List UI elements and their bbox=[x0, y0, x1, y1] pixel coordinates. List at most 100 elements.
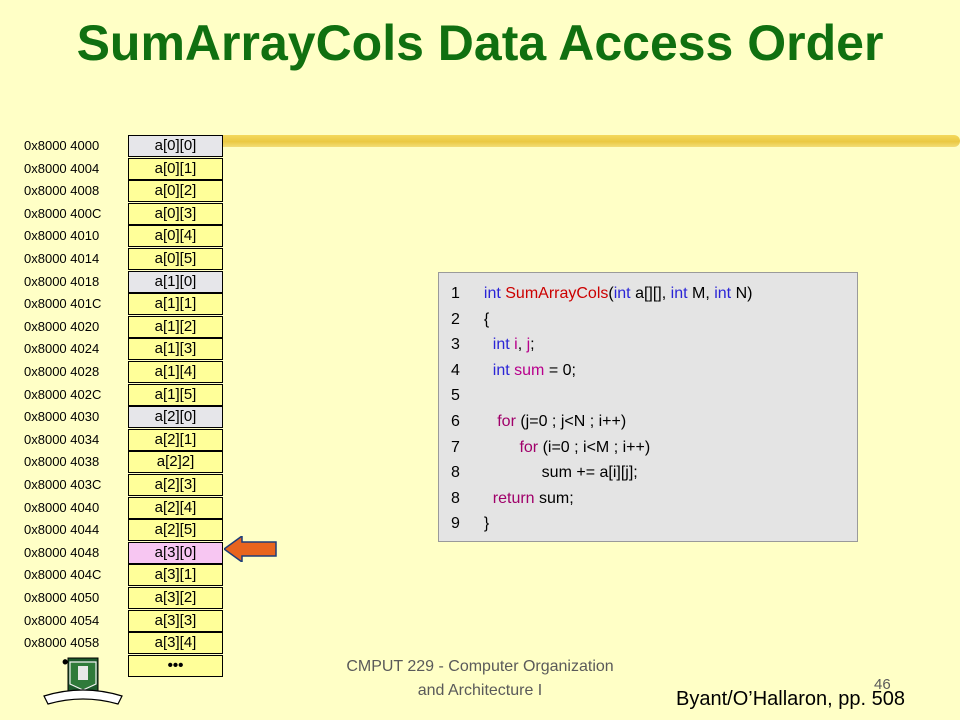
code-token: ; bbox=[530, 336, 535, 354]
code-token bbox=[475, 362, 493, 379]
code-token bbox=[475, 413, 497, 430]
code-token: for bbox=[497, 413, 516, 430]
code-token: i bbox=[514, 336, 518, 354]
code-line: 8 sum += a[i][j]; bbox=[451, 460, 638, 486]
array-element-cell: a[0][0] bbox=[128, 135, 223, 157]
code-token: int bbox=[613, 285, 631, 302]
code-token: return bbox=[492, 489, 535, 507]
code-line: 4 int sum = 0; bbox=[451, 358, 576, 384]
memory-address: 0x8000 4034 bbox=[24, 431, 100, 447]
array-element-ellipsis: ••• bbox=[128, 654, 223, 677]
memory-address: 0x8000 401C bbox=[24, 296, 102, 312]
code-token: sum; bbox=[534, 489, 574, 507]
code-token: SumArrayCols bbox=[505, 285, 609, 302]
memory-row-ellipsis: ••• bbox=[0, 654, 230, 677]
code-line: 2 { bbox=[451, 307, 489, 333]
line-number: 6 bbox=[451, 413, 460, 430]
array-element-cell: a[1][4] bbox=[128, 361, 223, 383]
memory-address: 0x8000 4038 bbox=[24, 454, 100, 470]
citation: Byant/O’Hallaron, pp. 508 bbox=[676, 688, 906, 710]
array-element-cell: a[0][4] bbox=[128, 225, 223, 248]
code-token: int bbox=[670, 285, 688, 302]
array-element-cell: a[2]2] bbox=[128, 451, 223, 474]
array-element-cell: a[1][2] bbox=[128, 315, 223, 338]
array-element-cell: a[0][3] bbox=[128, 202, 223, 225]
array-element-cell: a[2][0] bbox=[128, 406, 223, 429]
array-element-cell: a[0][2] bbox=[128, 180, 223, 203]
code-token: int bbox=[492, 361, 510, 379]
array-element-cell: a[1][0] bbox=[128, 270, 223, 293]
memory-address: 0x8000 4018 bbox=[24, 273, 100, 289]
array-element-cell: a[2][3] bbox=[128, 474, 223, 496]
array-element-cell: a[3][3] bbox=[128, 609, 223, 632]
array-element-cell: a[3][4] bbox=[128, 632, 223, 655]
memory-row: 0x8000 4010 a[0][4] bbox=[0, 225, 230, 248]
line-number: 8 bbox=[451, 464, 460, 482]
array-element-cell: a[1][1] bbox=[128, 293, 223, 316]
code-token: M, bbox=[687, 285, 715, 302]
memory-address: 0x8000 4014 bbox=[24, 251, 100, 266]
array-element-cell: a[2][4] bbox=[128, 496, 223, 519]
code-line: 3 int i, j; bbox=[451, 332, 535, 358]
code-line: 5 bbox=[451, 383, 475, 409]
memory-address: 0x8000 404C bbox=[24, 567, 102, 583]
code-token: sum bbox=[514, 361, 545, 379]
memory-row: 0x8000 4058 a[3][4] bbox=[0, 632, 230, 655]
code-listing: 1 int SumArrayCols(int a[][], int M, int… bbox=[438, 272, 858, 542]
line-number: 1 bbox=[451, 285, 460, 302]
code-token: (i=0 ; i<M ; i++) bbox=[538, 438, 651, 456]
line-number: 5 bbox=[451, 387, 460, 405]
memory-address: 0x8000 403C bbox=[24, 477, 102, 492]
memory-address: 0x8000 4028 bbox=[24, 364, 100, 379]
line-number: 7 bbox=[451, 438, 460, 456]
memory-row: 0x8000 4018 a[1][0] bbox=[0, 270, 230, 293]
memory-row: 0x8000 4024 a[1][3] bbox=[0, 338, 230, 361]
memory-address: 0x8000 4020 bbox=[24, 318, 100, 334]
memory-row: 0x8000 4038 a[2]2] bbox=[0, 451, 230, 474]
code-token: a[][], bbox=[630, 285, 671, 302]
memory-address: 0x8000 4040 bbox=[24, 499, 100, 515]
code-token bbox=[475, 336, 493, 353]
memory-address: 0x8000 4044 bbox=[24, 522, 100, 538]
line-number: 2 bbox=[451, 310, 460, 328]
array-element-cell: a[3][0] bbox=[128, 541, 223, 564]
line-number: 9 bbox=[451, 515, 460, 533]
code-token: , bbox=[517, 336, 527, 354]
memory-row: 0x8000 4030 a[2][0] bbox=[0, 406, 230, 429]
slide-footer: CMPUT 229 - Computer Organization and Ar… bbox=[346, 658, 614, 699]
array-element-cell: a[0][1] bbox=[128, 157, 223, 180]
code-token: int bbox=[492, 336, 510, 354]
code-line: 1 int SumArrayCols(int a[][], int M, int… bbox=[451, 281, 752, 307]
array-element-cell: a[3][1] bbox=[128, 564, 223, 587]
code-token: int bbox=[714, 285, 732, 302]
memory-address: 0x8000 400C bbox=[24, 205, 102, 221]
memory-address: 0x8000 4024 bbox=[24, 341, 100, 357]
code-token: ( bbox=[608, 285, 614, 302]
line-number: 8 bbox=[451, 489, 460, 507]
slide-title: SumArrayCols Data Access Order bbox=[76, 15, 884, 71]
code-token: { bbox=[475, 310, 490, 328]
array-element-cell: a[0][5] bbox=[128, 248, 223, 270]
array-element-cell: a[1][5] bbox=[128, 383, 223, 406]
memory-row: 0x8000 4014 a[0][5] bbox=[0, 248, 230, 270]
code-token bbox=[475, 285, 484, 302]
memory-row: 0x8000 4020 a[1][2] bbox=[0, 315, 230, 338]
memory-address: 0x8000 4030 bbox=[24, 409, 100, 425]
code-token: for bbox=[519, 438, 539, 456]
memory-row: 0x8000 400C a[0][3] bbox=[0, 202, 230, 225]
memory-row: 0x8000 4028 a[1][4] bbox=[0, 361, 230, 383]
memory-address: 0x8000 4010 bbox=[24, 228, 100, 244]
code-token: (j=0 ; j<N ; i++) bbox=[515, 413, 627, 430]
code-line: 7 for (i=0 ; i<M ; i++) bbox=[451, 435, 650, 461]
code-token bbox=[475, 490, 493, 507]
array-element-cell: a[2][5] bbox=[128, 519, 223, 542]
memory-row: 0x8000 401C a[1][1] bbox=[0, 293, 230, 316]
code-token: = 0; bbox=[544, 361, 576, 379]
memory-address: 0x8000 4058 bbox=[24, 635, 100, 651]
array-element-cell: a[1][3] bbox=[128, 338, 223, 361]
university-crest-icon bbox=[43, 657, 123, 705]
